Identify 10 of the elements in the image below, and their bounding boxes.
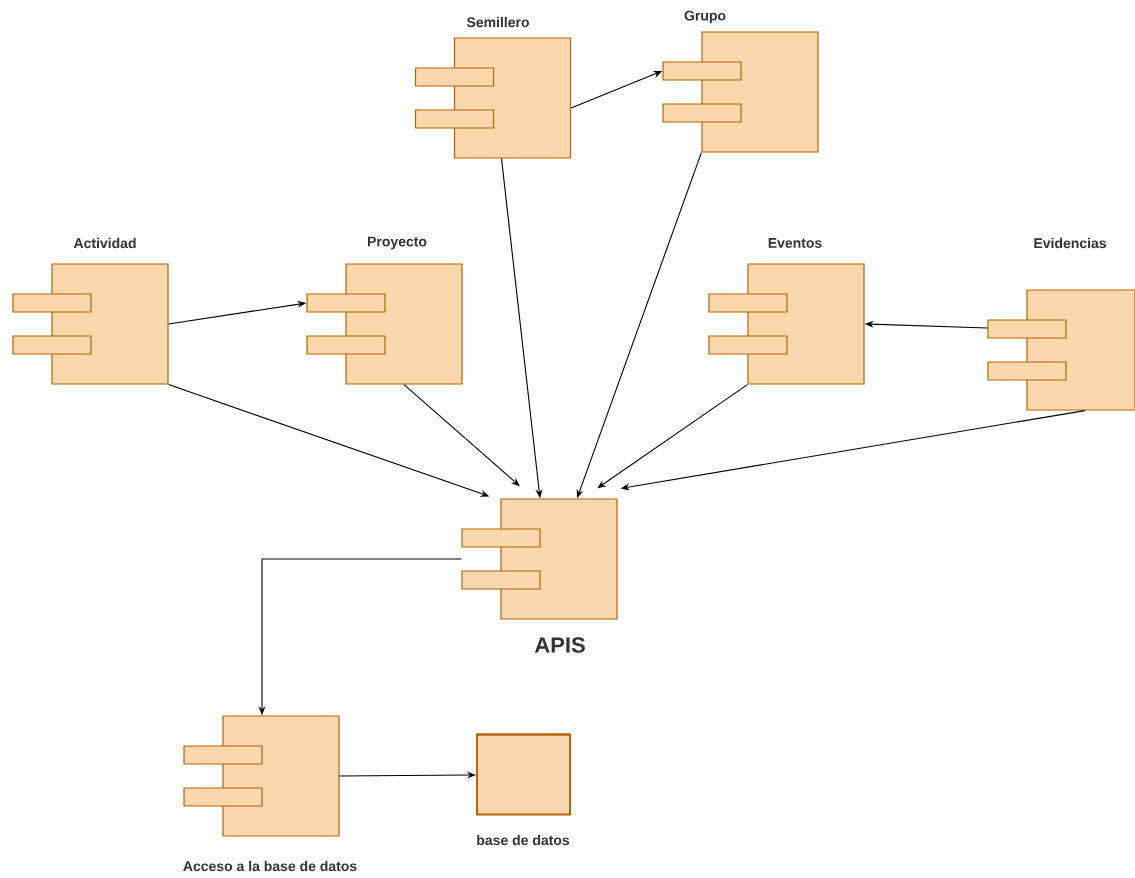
component-label: APIS (534, 637, 585, 653)
component-label: Evidencias (1034, 237, 1106, 249)
component-label: Proyecto (368, 236, 427, 250)
component-label: Actividad (73, 237, 136, 249)
component-label: Semillero (466, 16, 529, 28)
arrow (597, 384, 748, 489)
component-label: Acceso a la base de datos (183, 860, 357, 872)
component-label: Eventos (768, 238, 822, 248)
component-label: Grupo (684, 10, 726, 24)
component-label: base de datos (477, 834, 570, 846)
